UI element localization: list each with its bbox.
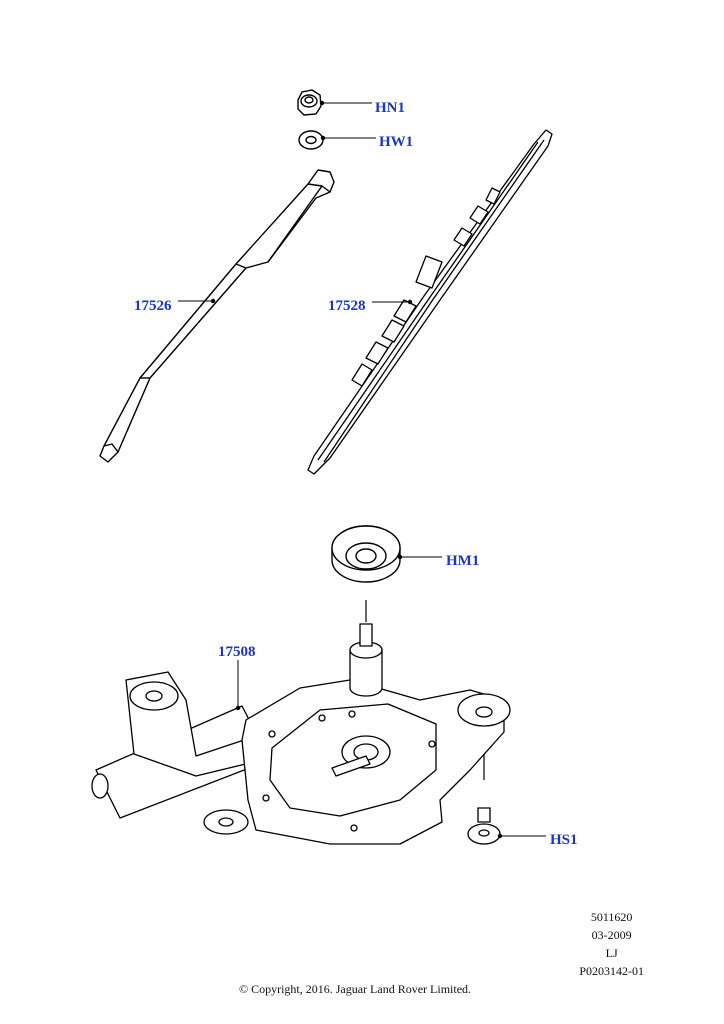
reference-code: LJ: [605, 946, 618, 960]
wiper-arm-part: [99, 169, 335, 463]
callout-hw1: HW1: [379, 134, 413, 150]
callout-17508: 17508: [218, 644, 256, 660]
washer-hw1-part: [298, 130, 324, 150]
callout-hm1-leader: [397, 554, 442, 560]
callout-hs1: HS1: [550, 832, 578, 848]
wiper-blade-part: [307, 129, 553, 475]
wiper-motor-part: [91, 623, 511, 845]
callout-hn1-leader: [319, 100, 372, 106]
callout-hw1-leader: [320, 135, 376, 141]
grommet-hm1-part: [331, 525, 401, 583]
reference-date: 03-2009: [591, 928, 632, 942]
reference-part-id: P0203142-01: [579, 964, 644, 978]
callout-hn1: HN1: [375, 100, 405, 116]
callout-hm1: HM1: [446, 553, 479, 569]
callout-17528: 17528: [328, 298, 366, 314]
copyright-notice: © Copyright, 2016. Jaguar Land Rover Lim…: [238, 982, 472, 996]
callout-17508-leader: [235, 660, 241, 711]
callout-hs1-leader: [497, 833, 546, 839]
nut-hn1-part: [297, 89, 322, 116]
callout-17528-leader: [372, 299, 413, 305]
reference-number: 5011620: [590, 910, 633, 924]
callout-17526: 17526: [134, 298, 172, 314]
reference-block: 5011620 03-2009 LJ P0203142-01: [579, 908, 644, 980]
callout-17526-leader: [178, 298, 216, 304]
screw-hs1-part: [467, 807, 501, 845]
